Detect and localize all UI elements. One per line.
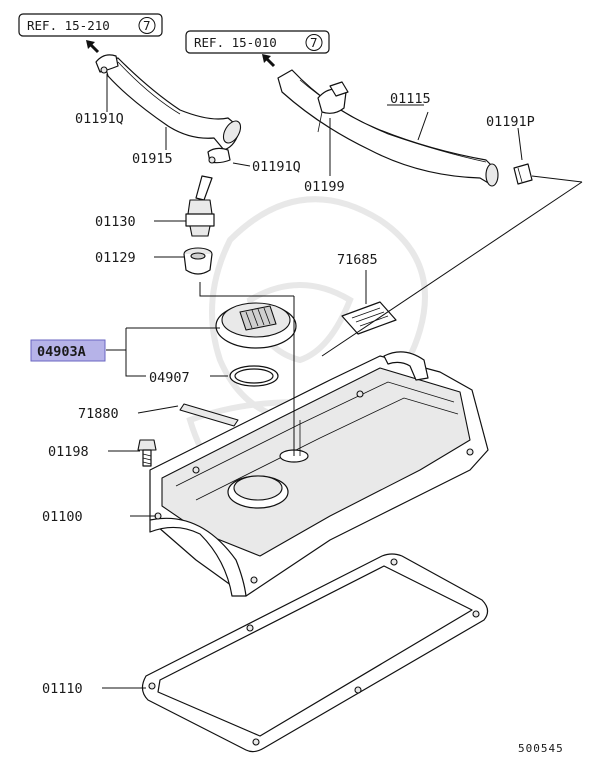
ref-box-1521007[interactable]: REF. 15-210 7: [18, 13, 163, 37]
label-71685: 71685: [337, 252, 378, 268]
hose-01115[interactable]: [277, 69, 499, 187]
hose-01915[interactable]: [103, 57, 244, 151]
label-01100: 01100: [42, 509, 83, 525]
label-71880: 71880: [78, 406, 119, 422]
clamp-01191Q-top[interactable]: [95, 54, 119, 74]
bolt-01198[interactable]: [137, 439, 157, 467]
rocker-cover-01100[interactable]: [149, 351, 489, 597]
oil-filler-cap-04903A[interactable]: [215, 302, 297, 349]
label-01191Q-mid: 01191Q: [252, 159, 301, 175]
label-01915: 01915: [132, 151, 173, 167]
ref-text: REF. 15-210: [27, 18, 110, 33]
label-01191P: 01191P: [486, 114, 535, 130]
oring-04907[interactable]: [229, 365, 279, 387]
label-01115: 01115: [390, 91, 431, 107]
ref-text: REF. 15-010: [194, 35, 277, 50]
ref-circled-number: 7: [310, 35, 318, 50]
label-04907: 04907: [149, 370, 190, 386]
arrow-up-left-icon: [86, 40, 100, 54]
figure-number: 500545: [518, 742, 564, 755]
gasket-01110[interactable]: [141, 553, 489, 753]
clip-01191P[interactable]: [513, 163, 533, 185]
grommet-01129[interactable]: [183, 247, 213, 275]
leader-lines: [102, 74, 583, 689]
highlighted-part-04903A[interactable]: 04903A: [30, 339, 106, 362]
part-labels: 01191Q 01915 01191Q 01115 01191P 01199 0…: [42, 91, 535, 697]
ref-circled-number: 7: [143, 18, 151, 33]
seal-strip-71880[interactable]: [179, 403, 239, 427]
clamp-01191Q-mid[interactable]: [207, 147, 231, 164]
label-01130: 01130: [95, 214, 136, 230]
arrow-up-left-icon: [262, 54, 276, 68]
label-01198: 01198: [48, 444, 89, 460]
label-01110: 01110: [42, 681, 83, 697]
label-01199: 01199: [304, 179, 345, 195]
label-01129: 01129: [95, 250, 136, 266]
clamp-01199[interactable]: [317, 81, 349, 133]
ref-box-1501007[interactable]: REF. 15-010 7: [185, 30, 330, 54]
label-01191Q-top: 01191Q: [75, 111, 124, 127]
label-plate-71685[interactable]: [341, 301, 397, 335]
label-04903A: 04903A: [37, 344, 86, 360]
pcv-valve-01130[interactable]: [185, 175, 215, 237]
